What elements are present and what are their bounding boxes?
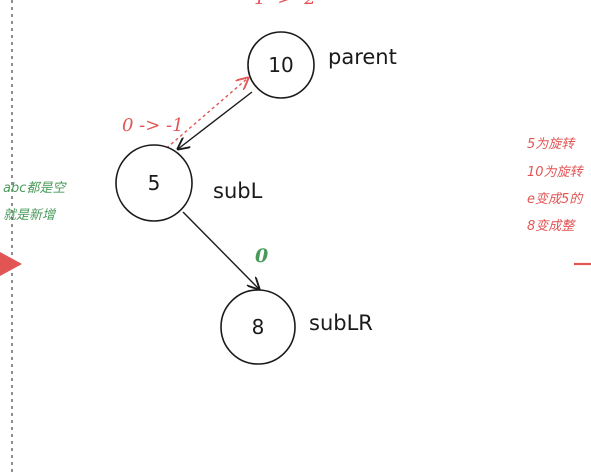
edge-subl-to-parent-dotted [161, 78, 248, 153]
balance-parent: -1 -> -2 [248, 0, 316, 9]
node-sublr-value: 8 [252, 315, 265, 339]
node-subl-value: 5 [148, 171, 161, 195]
right-note-line-4: 8变成整 [527, 218, 576, 234]
node-subl: 5 [115, 144, 193, 222]
node-sublr-label: subLR [309, 311, 373, 335]
right-note-line-1: 5为旋转 [527, 137, 576, 152]
left-note-line-1: abc都是空 [3, 181, 67, 196]
node-parent-label: parent [328, 45, 397, 69]
right-note-line-2: 10为旋转 [527, 165, 585, 180]
edge-parent-to-subl [178, 91, 253, 149]
edge-subl-to-sublr [182, 211, 259, 289]
left-red-marker [0, 252, 22, 276]
node-parent-value: 10 [268, 53, 293, 77]
left-note-line-2: 就是新增 [3, 208, 57, 223]
node-subl-label: subL [213, 179, 263, 203]
balance-subl: 0 -> -1 [122, 115, 184, 136]
balance-sublr: 0 [255, 245, 268, 267]
node-sublr: 8 [220, 289, 296, 365]
node-parent: 10 [247, 31, 315, 99]
right-note-line-3: e变成5的 [527, 191, 584, 207]
